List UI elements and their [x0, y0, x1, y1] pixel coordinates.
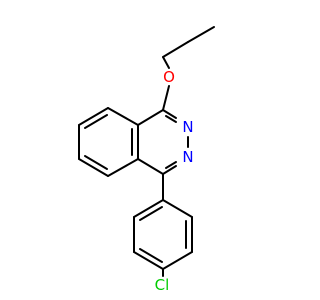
atom-label-nitrogen-1: N — [182, 118, 193, 136]
bond-p4-p5-double — [139, 248, 163, 263]
bond-o-c1ring — [162, 85, 170, 111]
atom-label-oxygen: O — [163, 68, 175, 86]
bond-c1-c2 — [187, 26, 215, 43]
atom-label-chlorine: Cl — [155, 276, 170, 294]
bond-c6-c5-double — [84, 155, 108, 170]
bond-c8a-c1 — [137, 109, 164, 126]
benzo-ring — [78, 107, 139, 177]
bond-p6-p1-double — [139, 206, 163, 221]
bond-p4-p5 — [133, 251, 164, 270]
chlorophenyl-ring — [133, 199, 193, 270]
pyridazine-ring — [137, 109, 189, 175]
bond-c6-c5 — [78, 158, 109, 177]
bond-c2-c3 — [162, 41, 189, 58]
bond-c5-c4a — [107, 158, 139, 177]
atom-label-nitrogen-2: N — [182, 148, 193, 166]
bond-c8-c7-double — [84, 114, 108, 129]
bond-p1-p2 — [162, 199, 193, 218]
bond-n2-c4-double — [165, 161, 177, 169]
bond-p6-p1 — [133, 199, 164, 218]
bond-c1-n1 — [162, 109, 177, 119]
bond-p3-p4 — [162, 251, 193, 270]
bond-c3-o — [162, 56, 170, 69]
bond-c8-c7 — [78, 107, 109, 126]
bond-c8a-c8 — [107, 107, 139, 126]
bond-n2-c4 — [162, 165, 177, 175]
molecule-structure-diagram: O N N Cl — [78, 26, 215, 294]
propyl-chain — [162, 26, 215, 69]
bond-c4-c4a — [137, 158, 164, 175]
bond-c1-n1-double — [165, 115, 177, 123]
